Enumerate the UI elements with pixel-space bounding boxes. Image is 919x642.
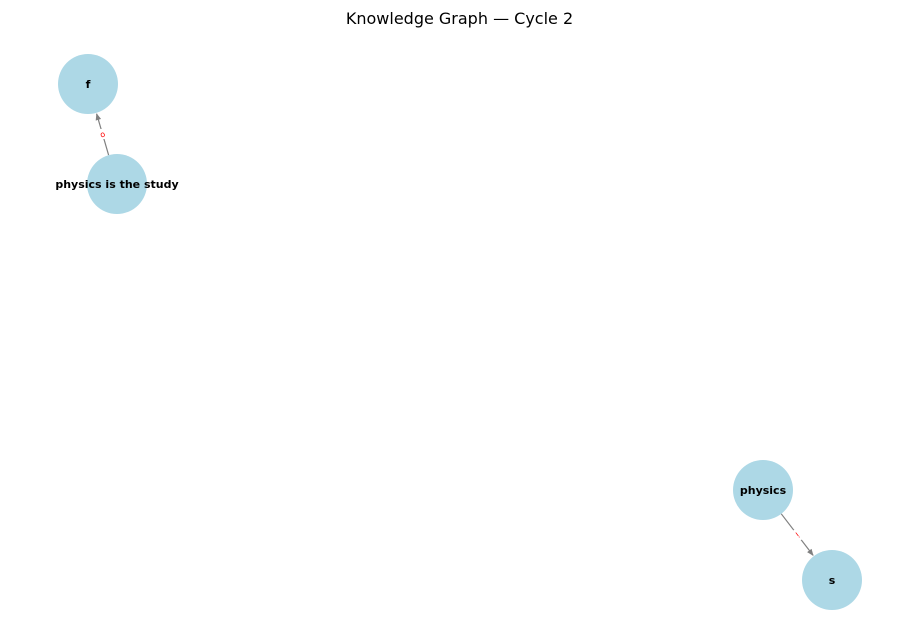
graph-node-physics[interactable]: physics xyxy=(733,460,793,520)
figure-title: Knowledge Graph — Cycle 2 xyxy=(346,9,573,28)
graph-node-f[interactable]: f xyxy=(58,54,118,114)
edges-layer: oi xyxy=(95,113,814,556)
node-label: physics is the study xyxy=(55,178,178,191)
edge-label-background xyxy=(793,530,802,540)
node-circle xyxy=(733,460,793,520)
graph-node-s[interactable]: s xyxy=(802,550,862,610)
nodes-layer: f physics is the study physics s xyxy=(55,54,862,610)
edge-label-background xyxy=(98,129,107,139)
node-circle xyxy=(58,54,118,114)
edge-label: i xyxy=(794,530,801,539)
edge-label: o xyxy=(99,129,106,139)
node-circle xyxy=(87,154,147,214)
node-label: s xyxy=(829,574,836,587)
node-circle xyxy=(802,550,862,610)
node-label: f xyxy=(86,78,91,91)
graph-node-physics-is-the-study[interactable]: physics is the study xyxy=(55,154,179,214)
node-label: physics xyxy=(740,484,787,497)
